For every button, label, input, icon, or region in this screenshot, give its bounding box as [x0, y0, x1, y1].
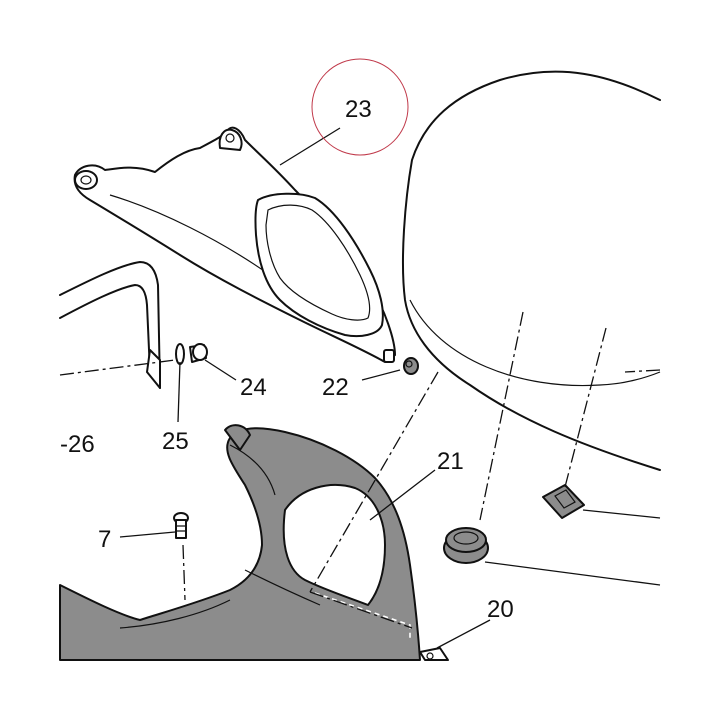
side-panel-23	[73, 126, 396, 363]
speed-nut	[542, 484, 585, 519]
lower-bracket	[59, 424, 421, 661]
bolt-7	[173, 512, 189, 601]
screw-24	[189, 343, 208, 363]
rubber-grommet	[443, 527, 489, 564]
callout-23: 23	[345, 96, 372, 123]
callout-21: 21	[437, 448, 464, 475]
assembly-lines	[309, 311, 661, 629]
callout-7: 7	[98, 526, 111, 553]
callout-26: -26	[60, 431, 95, 458]
callout-24: 24	[240, 374, 267, 401]
clip-20	[419, 647, 449, 661]
callout-highlight-circle	[311, 58, 409, 156]
seat-cover-part	[402, 70, 661, 471]
callout-20: 20	[487, 596, 514, 623]
callout-22: 22	[322, 374, 349, 401]
leader-lines	[119, 127, 661, 649]
grommet-22	[403, 357, 419, 375]
callout-25: 25	[162, 428, 189, 455]
frame-tube-26	[59, 261, 176, 389]
washer-25	[175, 343, 185, 365]
